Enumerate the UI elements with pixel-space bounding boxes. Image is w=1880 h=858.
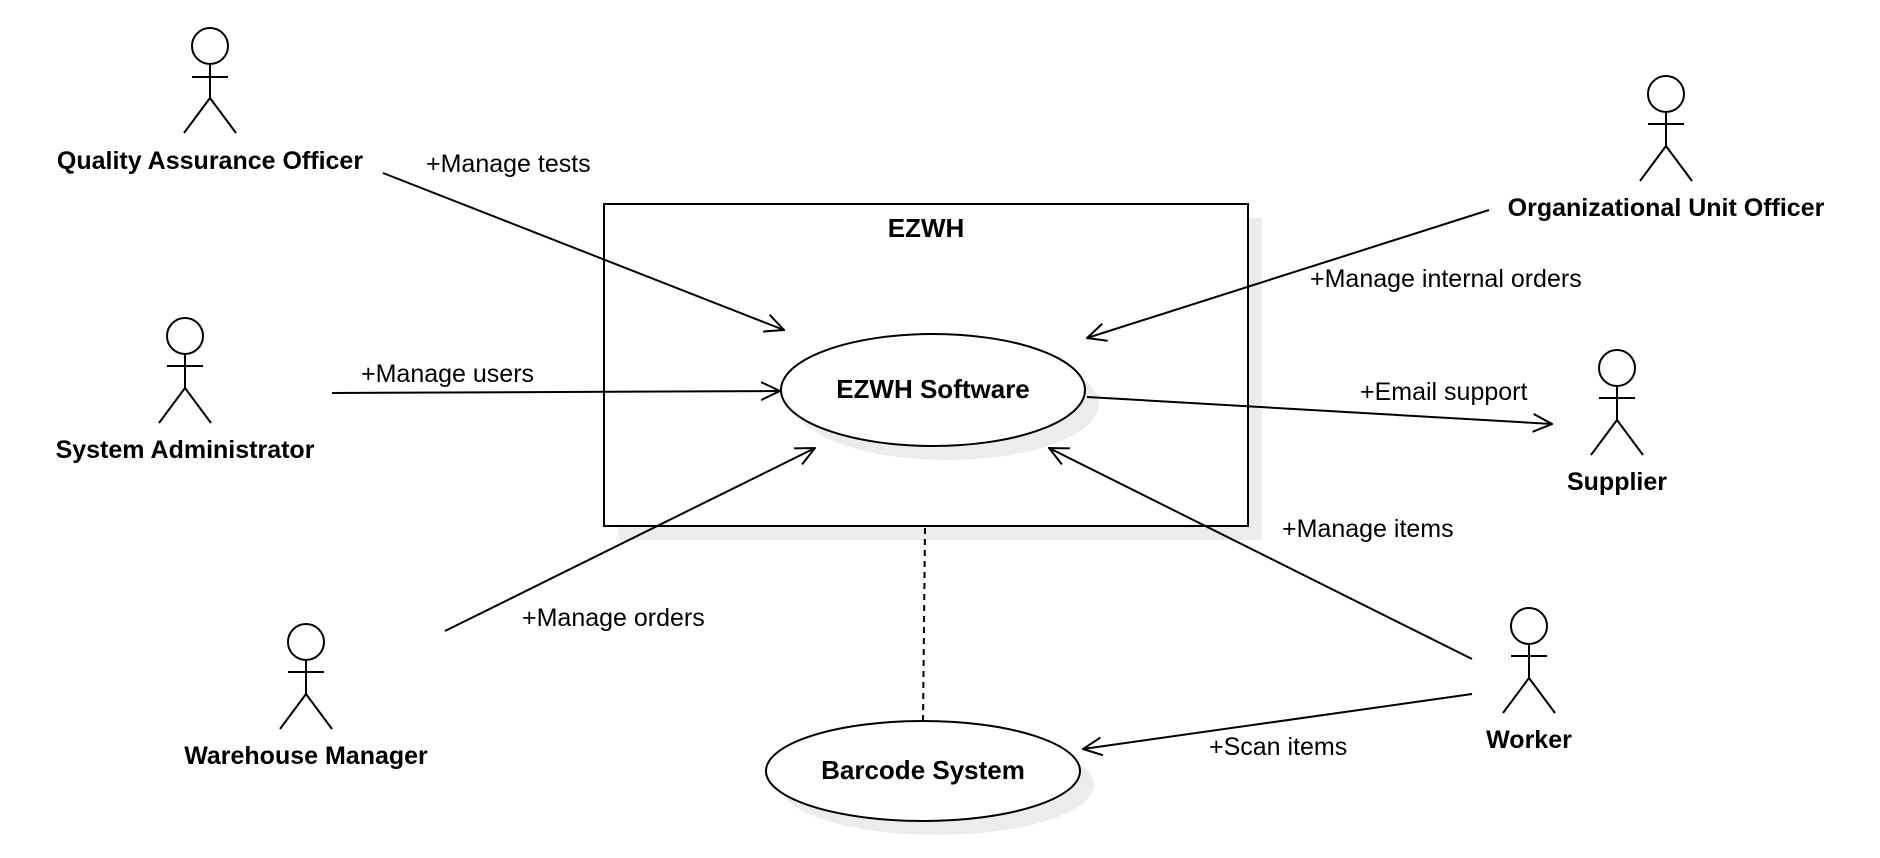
actor-quality-assurance-officer: Quality Assurance Officer <box>57 27 363 175</box>
stick-figure-icon <box>158 317 212 424</box>
association-manage-orders <box>444 448 815 632</box>
association-email-support <box>1086 396 1552 424</box>
actor-organizational-unit-officer: Organizational Unit Officer <box>1508 75 1825 222</box>
label-manage-tests: +Manage tests <box>426 150 591 178</box>
label-scan-items: +Scan items <box>1209 733 1347 761</box>
label-manage-orders: +Manage orders <box>522 604 705 632</box>
stick-figure-icon <box>183 27 237 134</box>
use-case-barcode-label: Barcode System <box>821 755 1025 785</box>
actor-system-administrator: System Administrator <box>56 317 315 464</box>
label-manage-users: +Manage users <box>361 360 534 388</box>
actor-warehouse-manager: Warehouse Manager <box>184 623 428 770</box>
association-manage-users <box>331 391 780 393</box>
actor-worker: Worker <box>1486 607 1572 754</box>
label-email-support: +Email support <box>1360 378 1527 406</box>
use-case-main-label: EZWH Software <box>836 374 1030 404</box>
actor-label: System Administrator <box>56 436 315 464</box>
actor-label: Organizational Unit Officer <box>1508 194 1825 222</box>
stick-figure-icon <box>279 623 333 730</box>
actor-label: Warehouse Manager <box>184 742 428 770</box>
stick-figure-icon <box>1502 607 1556 714</box>
association-manage-items <box>1049 448 1473 660</box>
dependency-line <box>922 527 926 722</box>
actor-label: Supplier <box>1567 468 1667 496</box>
association-manage-tests <box>382 172 784 330</box>
system-title: EZWH <box>888 213 965 243</box>
actor-supplier: Supplier <box>1567 349 1667 496</box>
label-manage-items: +Manage items <box>1282 515 1454 543</box>
use-case-barcode-system: Barcode System <box>765 720 1094 835</box>
stick-figure-icon <box>1590 349 1644 456</box>
association-scan-items <box>1083 693 1473 749</box>
association-manage-internal-orders <box>1087 209 1490 338</box>
label-manage-internal-orders: +Manage internal orders <box>1310 265 1582 293</box>
actor-label: Worker <box>1486 726 1572 754</box>
stick-figure-icon <box>1639 75 1693 182</box>
actor-label: Quality Assurance Officer <box>57 147 363 175</box>
